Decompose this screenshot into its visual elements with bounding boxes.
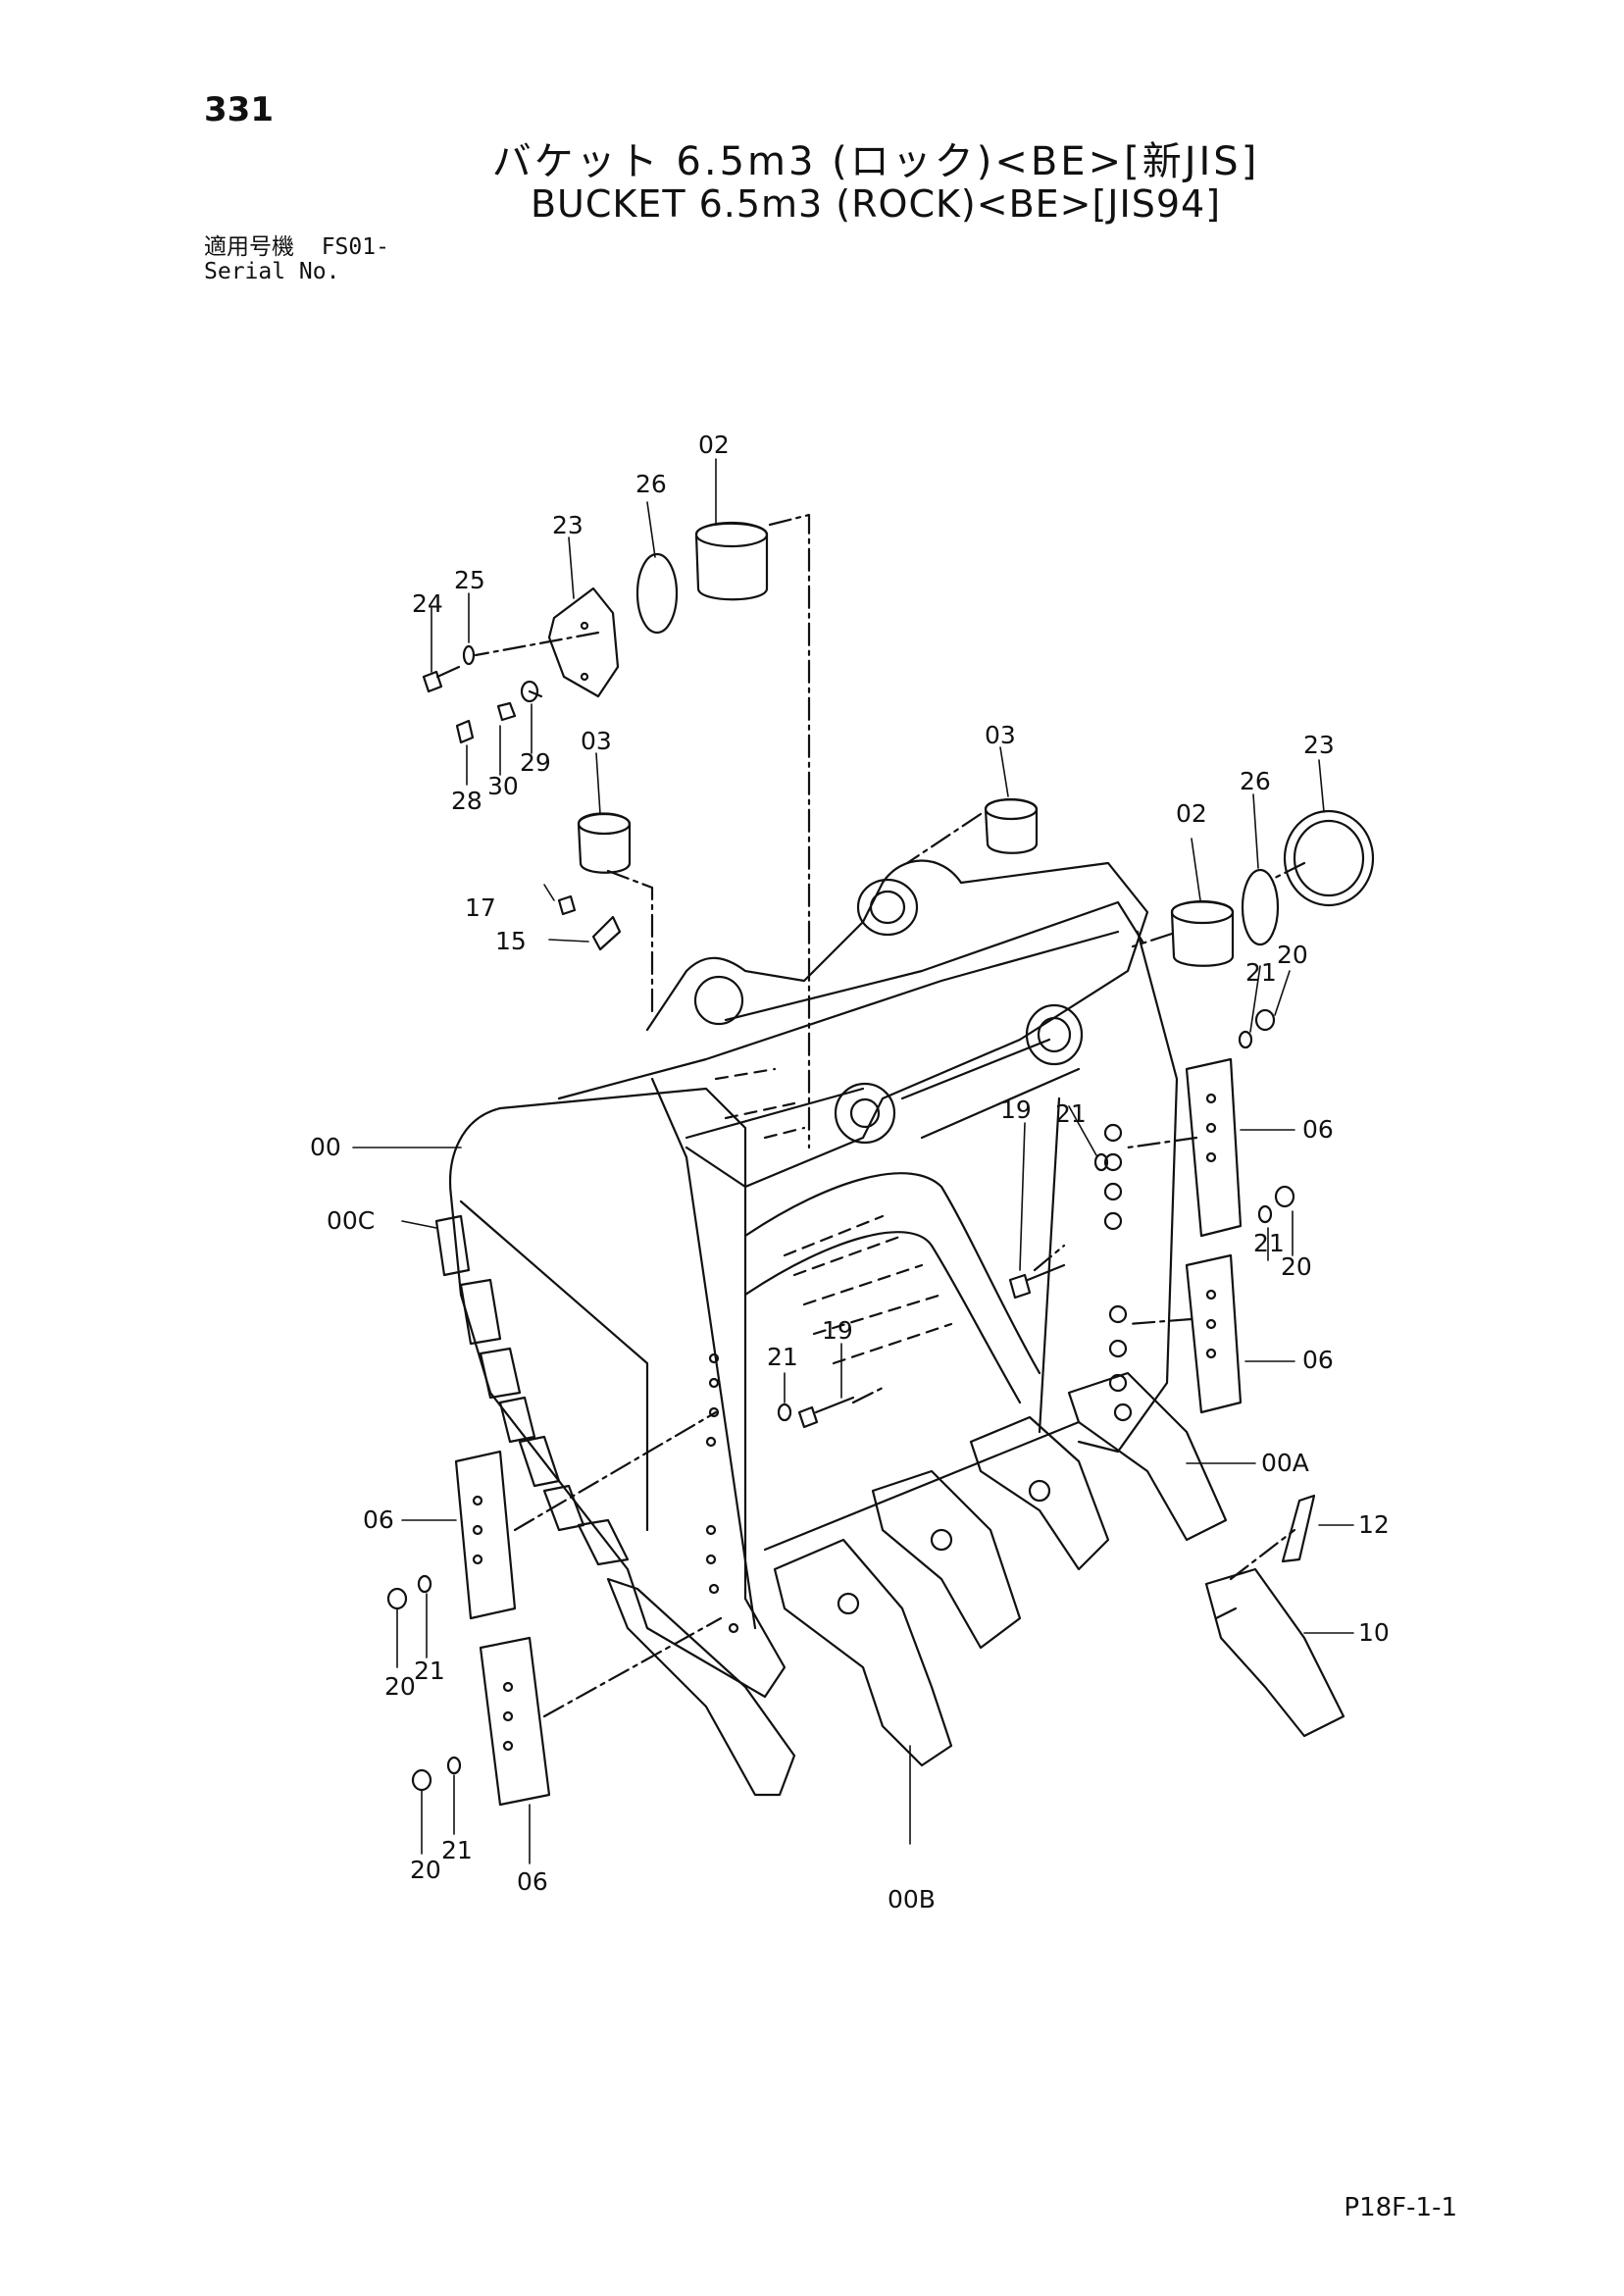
callout-00B: 00B: [888, 1885, 936, 1913]
callout-00: 00: [310, 1133, 341, 1161]
callout-15: 15: [495, 927, 527, 955]
callout-21-d: 21: [767, 1343, 798, 1371]
callout-21-e: 21: [414, 1657, 445, 1685]
serial-label-en: Serial No.: [204, 259, 340, 284]
callout-00C: 00C: [327, 1206, 375, 1235]
teeth-adapters: [606, 1371, 1345, 1797]
callout-20-a: 20: [1277, 941, 1308, 969]
bucket-body: [449, 859, 1179, 1699]
callout-29: 29: [520, 748, 551, 777]
callout-26-left: 26: [635, 470, 667, 498]
callout-21-a: 21: [1245, 958, 1277, 987]
wear-plates: [454, 1057, 1243, 1807]
leader-lines: [352, 458, 1354, 1864]
assembly-lines: [474, 513, 1306, 1718]
callout-19-b: 19: [822, 1316, 853, 1345]
serial-value: FS01-: [321, 234, 389, 260]
callout-12: 12: [1358, 1510, 1390, 1539]
callout-10: 10: [1358, 1618, 1390, 1647]
side-cutter-segments: [434, 1214, 630, 1566]
callout-19-a: 19: [1000, 1096, 1032, 1124]
callout-02-right: 02: [1176, 799, 1207, 828]
callout-06-a: 06: [1302, 1115, 1334, 1144]
callout-03-right: 03: [985, 721, 1016, 749]
callout-23-left: 23: [552, 511, 584, 539]
callout-17: 17: [465, 893, 496, 922]
callout-03-left: 03: [581, 727, 612, 755]
callout-06-d: 06: [517, 1867, 548, 1896]
serial-label-jp: 適用号機: [204, 234, 294, 260]
callout-26-right: 26: [1240, 767, 1271, 795]
callout-25: 25: [454, 566, 485, 594]
callout-21-f: 21: [441, 1836, 473, 1864]
pin-hardware: [386, 521, 1375, 1792]
callout-23-right: 23: [1303, 731, 1335, 759]
title-japanese: バケット 6.5m3 (ロック)<BE>[新JIS]: [491, 139, 1260, 184]
callout-24: 24: [412, 589, 443, 618]
page-number: 331: [204, 90, 274, 129]
callout-02-left: 02: [698, 431, 730, 459]
callout-labels: 02 26 23 24 25 28 30 29 03 03 02 26 23 2…: [310, 431, 1390, 1913]
callout-06-b: 06: [1302, 1346, 1334, 1374]
callout-30: 30: [487, 772, 519, 800]
callout-21-b: 21: [1055, 1099, 1087, 1128]
callout-20-b: 20: [1281, 1252, 1312, 1281]
callout-00A: 00A: [1261, 1449, 1309, 1477]
callout-06-c: 06: [363, 1505, 394, 1534]
callout-21-c: 21: [1253, 1229, 1285, 1257]
page-code: P18F-1-1: [1344, 2193, 1457, 2222]
callout-20-c: 20: [384, 1672, 416, 1701]
serial-number-block: 適用号機 FS01- Serial No.: [204, 235, 389, 284]
callout-28: 28: [451, 787, 482, 815]
callout-20-d: 20: [410, 1856, 441, 1884]
title-english: BUCKET 6.5m3 (ROCK)<BE>[JIS94]: [530, 182, 1222, 226]
